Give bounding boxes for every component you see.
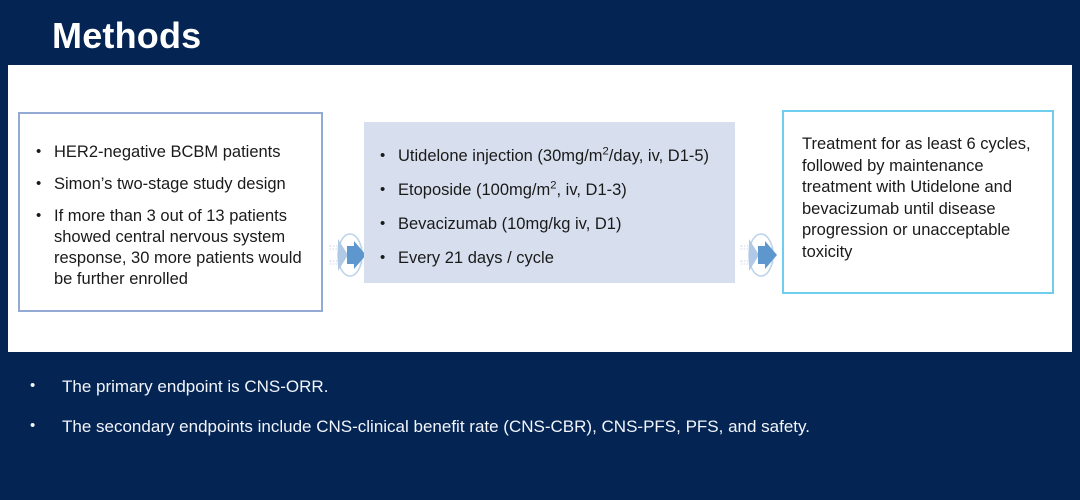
regimen-text-prefix: Etoposide (100mg/m [398, 181, 551, 199]
regimen-text-prefix: Every 21 days / cycle [398, 249, 554, 267]
list-item: HER2-negative BCBM patients [34, 141, 307, 163]
list-item: Simon’s two-stage study design [34, 173, 307, 195]
maintenance-text: Treatment for as least 6 cycles, followe… [802, 135, 1031, 261]
list-item: Bevacizumab (10mg/kg iv, D1) [378, 213, 723, 235]
arrow-right-icon [328, 227, 376, 283]
regimen-text-suffix: , iv, D1-3) [556, 181, 627, 199]
superscript: 2 [550, 179, 557, 192]
regimen-box: Utidelone injection (30mg/m2/day, iv, D1… [364, 122, 735, 283]
list-item: Every 21 days / cycle [378, 247, 723, 269]
regimen-text-prefix: Bevacizumab (10mg/kg iv, D1) [398, 215, 622, 233]
eligibility-box: HER2-negative BCBM patients Simon’s two-… [18, 112, 323, 312]
regimen-text-suffix: /day, iv, D1-5) [608, 147, 710, 165]
list-item: The primary endpoint is CNS-ORR. [0, 374, 1080, 399]
page-title: Methods [52, 15, 202, 56]
list-item: Utidelone injection (30mg/m2/day, iv, D1… [378, 145, 723, 167]
regimen-bullet-list: Utidelone injection (30mg/m2/day, iv, D1… [378, 145, 723, 269]
list-item: The secondary endpoints include CNS-clin… [0, 414, 1080, 439]
eligibility-bullet-list: HER2-negative BCBM patients Simon’s two-… [34, 141, 307, 290]
regimen-text-prefix: Utidelone injection (30mg/m [398, 147, 603, 165]
content-panel: HER2-negative BCBM patients Simon’s two-… [8, 65, 1072, 352]
superscript: 2 [602, 145, 609, 158]
list-item: If more than 3 out of 13 patients showed… [34, 205, 307, 290]
maintenance-box: Treatment for as least 6 cycles, followe… [782, 110, 1054, 294]
endpoints-list: The primary endpoint is CNS-ORR. The sec… [0, 374, 1080, 455]
list-item: Etoposide (100mg/m2, iv, D1-3) [378, 179, 723, 201]
arrow-right-icon [739, 227, 787, 283]
